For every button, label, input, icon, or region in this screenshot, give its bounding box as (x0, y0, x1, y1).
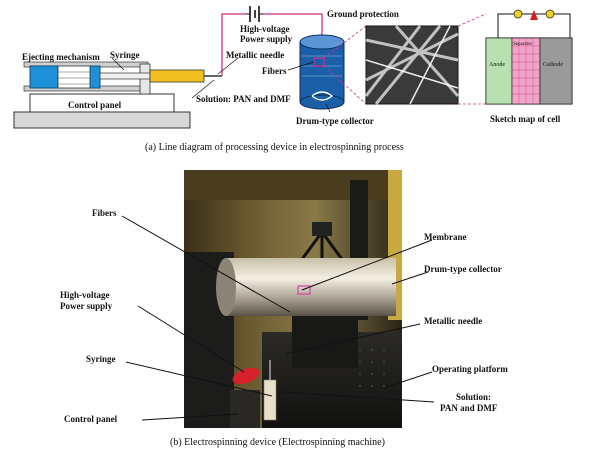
label-high-voltage-a1: High-voltage (240, 24, 290, 34)
label-anode: Anode (489, 62, 505, 68)
drum-top (299, 34, 345, 50)
label-high-voltage-b1: High-voltage (60, 290, 110, 300)
cell-terminal-left (513, 9, 523, 19)
label-solution-a: Solution: PAN and DMF (196, 94, 291, 104)
label-high-voltage-a2: Power supply (240, 34, 293, 44)
label-sketch-map: Sketch map of cell (490, 114, 561, 124)
label-high-voltage-b2: Power supply (60, 301, 113, 311)
label-membrane: Membrane (424, 232, 467, 242)
label-solution-b1: Solution: (456, 392, 492, 402)
control-panel-box (29, 93, 175, 113)
syringe-photo (263, 379, 277, 421)
label-ejecting-mechanism: Ejecting mechanism (22, 52, 100, 62)
drum-bottom (299, 94, 345, 110)
label-fibers-b: Fibers (92, 208, 117, 218)
cell-indicator (530, 10, 538, 20)
wire-needle (221, 13, 246, 76)
label-syringe-a: Syringe (110, 50, 140, 60)
cell-terminal-right (545, 9, 555, 19)
label-drum-collector-b: Drum-type collector (424, 264, 502, 274)
ejecting-frame (57, 65, 91, 89)
label-syringe-b: Syringe (86, 354, 116, 364)
label-metallic-needle-b: Metallic needle (424, 316, 483, 326)
caption-a: (a) Line diagram of processing device in… (145, 142, 404, 153)
cell-cathode (539, 37, 573, 105)
red-clamp (232, 367, 260, 385)
diagram-a (13, 6, 573, 129)
caption-b: (b) Electrospinning device (Electrospinn… (170, 437, 385, 448)
label-drum-collector-a: Drum-type collector (296, 116, 374, 126)
label-control-panel-a: Control panel (68, 100, 122, 110)
label-cathode: Cathode (543, 62, 563, 68)
label-ground-protection: Ground protection (327, 9, 399, 19)
label-control-panel-b: Control panel (64, 414, 118, 424)
wire-ground (264, 13, 323, 38)
tripod (298, 231, 346, 263)
label-solution-b2: PAN and DMF (440, 403, 498, 413)
label-separator: Separator (513, 42, 533, 47)
label-operating-platform: Operating platform (432, 364, 508, 374)
label-fibers-a: Fibers (262, 66, 287, 76)
membrane-marker (297, 285, 311, 295)
cell-anode (485, 37, 513, 105)
label-metallic-needle-a: Metallic needle (226, 50, 285, 60)
